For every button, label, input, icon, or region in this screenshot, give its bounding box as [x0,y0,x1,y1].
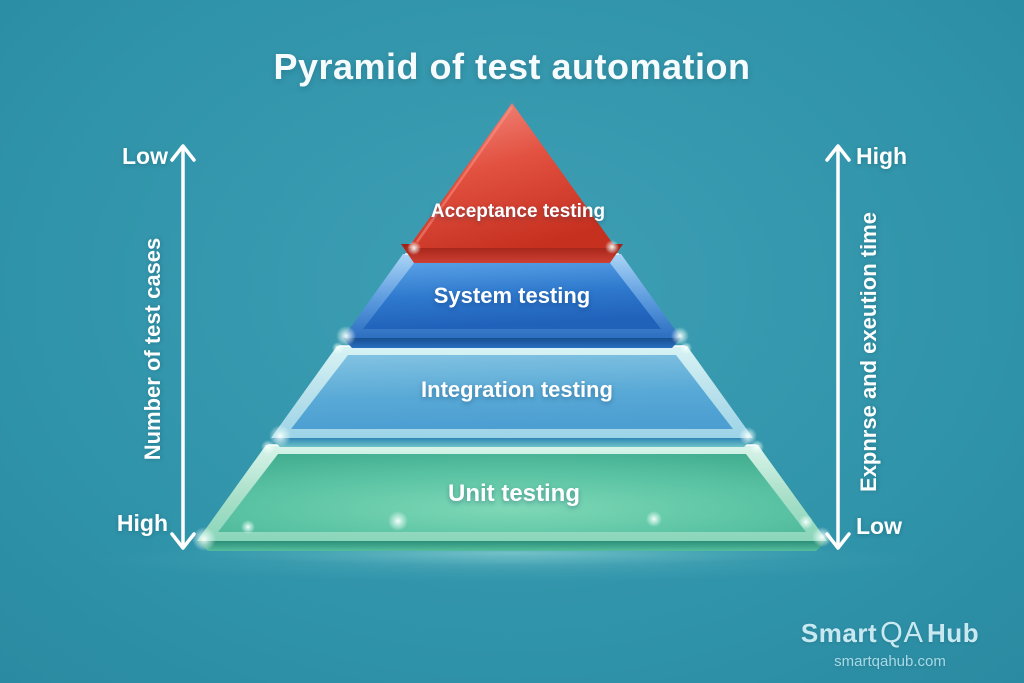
brand-hub: Hub [927,618,980,648]
brand-qa-monogram: QA [880,617,925,649]
integration-face [291,355,733,429]
right-arrow-icon [825,144,851,550]
left-axis-bottom-label: High [116,510,168,536]
system-rim [343,338,681,348]
unit-layer-label: Unit testing [448,480,580,507]
integration-rim [271,438,753,447]
right-axis-bottom-label: Low [856,513,902,539]
left-axis-top-label: Low [122,143,168,169]
integration-layer-label: Integration testing [421,377,613,402]
glint-sparkles [192,240,832,551]
layer-acceptance [401,103,623,263]
unit-rim [197,541,827,551]
layer-system [343,253,681,348]
layer-unit [197,444,827,551]
left-axis-title: Number of test cases [140,237,165,461]
right-axis-title: Expnrse and exeution time [856,212,881,492]
acceptance-face [408,103,616,248]
brand-website: smartqahub.com [834,653,946,670]
right-axis-top-label: High [856,143,908,169]
acceptance-rim [401,244,623,263]
acceptance-layer-label: Acceptance testing [430,201,606,222]
system-layer-label: System testing [433,283,591,308]
page-title: Pyramid of test automation [273,46,751,87]
system-face [363,263,661,329]
layer-integration [271,345,753,447]
unit-face [218,454,806,532]
left-arrow-icon [170,144,196,550]
brand-smart: Smart [800,618,878,648]
